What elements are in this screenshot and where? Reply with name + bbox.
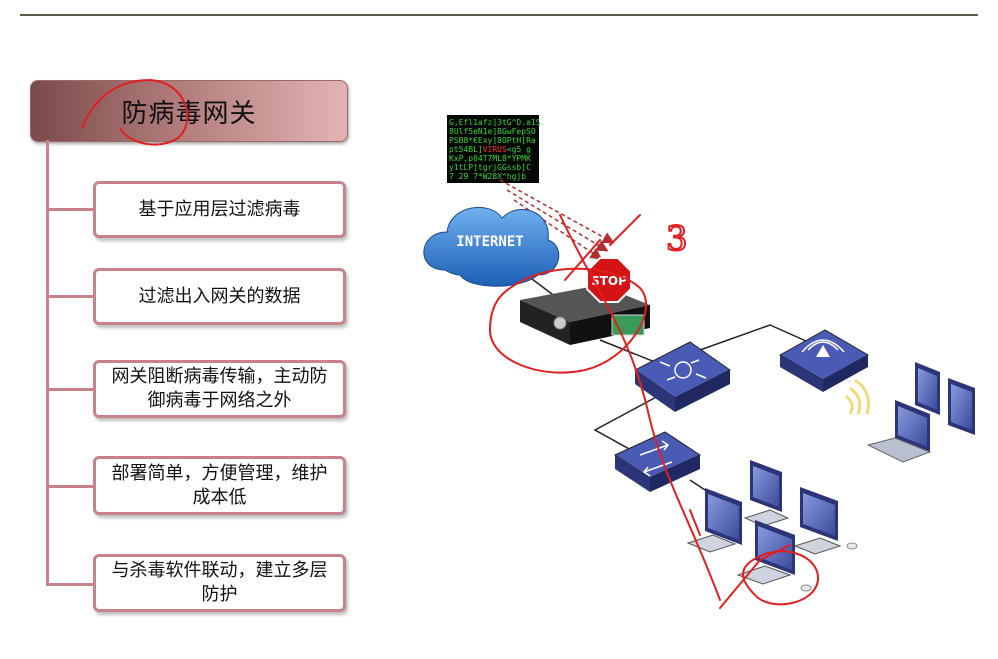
wifi-signal-icon [845,378,870,415]
virus-path-mark [559,214,721,601]
tree-trunk [46,140,49,585]
feature-text: 部署简单，方便管理，维护成本低 [111,462,328,508]
virus-code-line: 8Ulf5eN1e]BGwFepSO [449,127,536,136]
feature-text: 与杀毒软件联动，建立多层防护 [111,560,328,605]
title-circle-mark [81,78,189,146]
tree-branch [46,388,94,391]
feature-item: 过滤出入网关的数据 [93,268,346,325]
feature-text: 过滤出入网关的数据 [138,285,301,307]
virus-code-line: pt54BL]VIRUS<g5 g [449,145,531,154]
top-divider [20,14,978,16]
desktop-pc-icon [736,520,795,585]
feature-item: 基于应用层过滤病毒 [93,181,346,238]
title-box: 防病毒网关 [30,80,348,142]
tree-branch [46,583,94,586]
gateway-server-icon [520,285,650,345]
feature-text: 网关阻断病毒传输，主动防御病毒于网络之外 [111,366,328,411]
virus-code-image: G,Efl1afz]3tG^D.a1S 8Ulf5eN1e]BGwFepSO P… [447,115,541,183]
tick-mark [689,509,701,536]
feature-text: 基于应用层过滤病毒 [138,198,301,220]
router-icon [634,341,731,412]
internet-cloud-icon: INTERNET [423,206,560,287]
stop-label: STOP [591,274,627,288]
feature-item: 与杀毒软件联动，建立多层防护 [93,554,346,612]
arrow-stroke-mark [564,214,641,281]
switch-icon [613,431,702,492]
virus-code-line: PSB8*€Exy]8OPtH[Ra [449,136,536,145]
link-line [593,394,661,456]
link-line [699,324,816,351]
handwritten-annotations [81,78,820,609]
computer-mouse-icon [800,542,858,592]
tree-branch [46,295,94,298]
stop-sign-icon: STOP [586,257,632,303]
internet-label: INTERNET [456,234,523,250]
tree-branch [46,485,94,488]
desktop-pc-icon [743,460,790,527]
tablet-device-icon [915,362,940,415]
laptop-icon [866,400,932,463]
gateway-circle-mark [488,267,647,374]
feature-item: 网关阻断病毒传输，主动防御病毒于网络之外 [93,360,346,418]
feature-item: 部署简单，方便管理，维护成本低 [93,456,346,515]
desktop-pc-icon [793,487,842,555]
handwritten-number: 3 [666,219,688,259]
virus-code-line: 7 29 7*W28X^hgjb [449,172,526,181]
wireless-ap-icon [778,329,870,392]
tablet-device-icon [948,378,975,435]
tree-branch [46,208,94,211]
virus-code-line: KxP,p04T7ML8*YPMK [449,154,531,163]
pointer-stroke-mark [719,544,791,609]
virus-code-line: G,Efl1afz]3tG^D.a1S [449,118,541,127]
page-title: 防病毒网关 [121,98,257,129]
virus-code-line: y1tLP]tgrjGGssb[C [449,163,531,172]
